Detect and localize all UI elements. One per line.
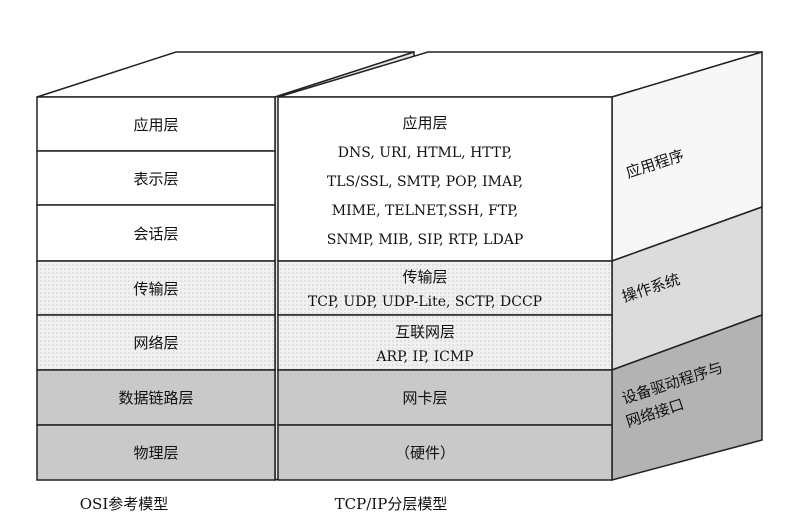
osi-label-session: 会话层 (133, 225, 178, 243)
osi-caption: OSI参考模型 (80, 495, 169, 513)
osi-layer-application (36, 96, 276, 152)
osi-label-presentation: 表示层 (133, 170, 178, 188)
tcpip-layer-application (277, 96, 613, 262)
osi-label-application: 应用层 (133, 116, 178, 134)
osi-layer-physical (36, 424, 276, 481)
tcpip-layer-transport (277, 260, 613, 316)
tcpip-application-title: 应用层 (402, 114, 447, 132)
tcpip-transport-protocols: TCP, UDP, UDP-Lite, SCTP, DCCP (308, 294, 542, 310)
tcpip-application-protocols-4: SNMP, MIB, SIP, RTP, LDAP (327, 232, 524, 248)
tcpip-layer-internet (277, 314, 613, 371)
tcpip-hardware-title: （硬件） (395, 444, 455, 462)
tcpip-internet-protocols: ARP, IP, ICMP (375, 349, 473, 365)
osi-layer-presentation (36, 150, 276, 206)
tcpip-internet-title: 互联网层 (395, 323, 455, 341)
osi-label-transport: 传输层 (133, 280, 178, 298)
tcpip-model-stack: 应用层 DNS, URI, HTML, HTTP, TLS/SSL, SMTP,… (277, 50, 763, 481)
tcpip-transport-title: 传输层 (402, 268, 447, 286)
tcpip-application-protocols-1: DNS, URI, HTML, HTTP, (338, 145, 513, 161)
tcpip-layer-hardware (277, 424, 613, 481)
tcpip-layer-link (277, 369, 613, 426)
osi-label-network: 网络层 (133, 334, 178, 352)
osi-label-datalink: 数据链路层 (118, 389, 193, 407)
osi-label-physical: 物理层 (133, 444, 178, 462)
tcpip-link-title: 网卡层 (402, 389, 447, 407)
tcpip-application-protocols-3: MIME, TELNET,SSH, FTP, (332, 203, 519, 219)
tcpip-caption: TCP/IP分层模型 (335, 495, 448, 513)
tcpip-application-protocols-2: TLS/SSL, SMTP, POP, IMAP, (327, 174, 523, 190)
